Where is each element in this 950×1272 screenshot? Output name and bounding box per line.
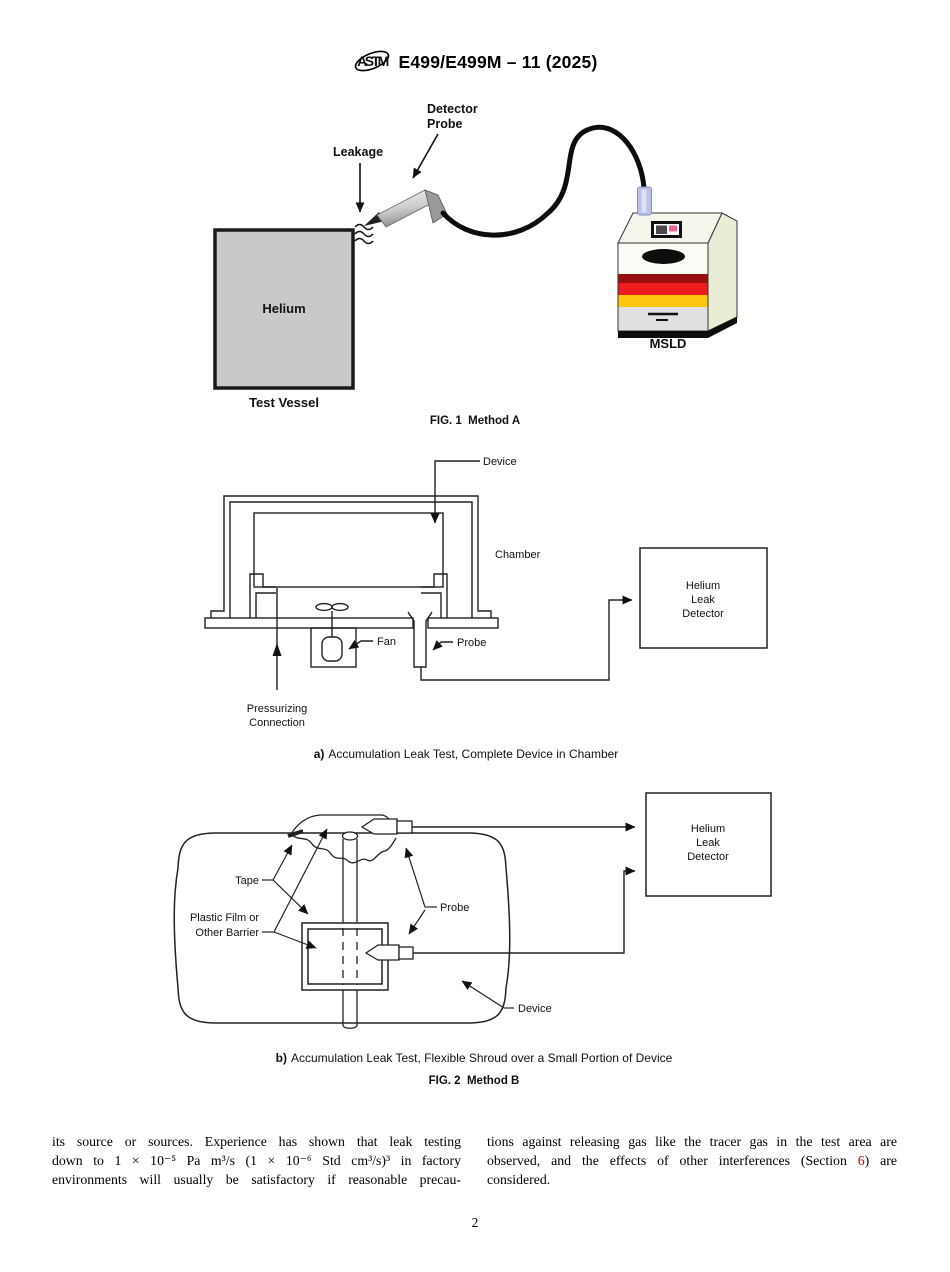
- body-line: observed, and the effects of other inter…: [487, 1151, 897, 1170]
- fan-blade-left: [315, 602, 333, 612]
- body-line: tions against releasing gas like the tra…: [487, 1134, 897, 1149]
- msld-connector: [637, 186, 652, 216]
- tape-arrow-shroud: [272, 844, 293, 881]
- detector-label-line2: Leak: [691, 594, 715, 606]
- probe-arrow-top: [404, 847, 426, 908]
- body-line: environments will usually be satisfactor…: [52, 1172, 461, 1187]
- detector-2b-label-line1: Helium: [691, 823, 725, 835]
- probe-to-detector-line: [420, 595, 633, 681]
- body-line: its source or sources. Experience has sh…: [52, 1134, 461, 1149]
- figure-1-caption: FIG. 1 Method A: [430, 415, 520, 427]
- detector-label-line3: Detector: [682, 608, 724, 620]
- device-support-right: [421, 573, 448, 618]
- detector-2b-label-line2: Leak: [696, 837, 720, 849]
- device-arrow: [461, 980, 505, 1009]
- detector-label-line1: Helium: [686, 580, 720, 592]
- leak-squiggles-icon: [354, 223, 374, 245]
- pressurizing-label-line1: Pressurizing: [247, 703, 308, 715]
- msld-label: MSLD: [650, 336, 687, 351]
- body-text-right-column: tions against releasing gas like the tra…: [487, 1132, 897, 1189]
- fan-motor: [321, 636, 343, 662]
- msld-speaker-oval: [642, 249, 685, 264]
- chamber-inner-wall: [229, 501, 473, 618]
- film-label-line2: Other Barrier: [195, 927, 259, 939]
- msld-base: [618, 317, 737, 338]
- tape-arrow-film: [272, 879, 309, 915]
- tape-mark: [287, 829, 304, 838]
- film-arrow-shroud: [273, 828, 328, 933]
- fan-label: Fan: [377, 636, 396, 648]
- astm-logo-text: ASTM: [357, 53, 389, 69]
- center-pipe: [341, 831, 359, 1029]
- tape-label: Tape: [235, 875, 259, 887]
- lower-probe: [364, 944, 414, 961]
- page-number: 2: [471, 1215, 479, 1230]
- device-tank-outline: [173, 832, 511, 1024]
- pressurizing-label-line2: Connection: [249, 717, 305, 729]
- body-line: considered.: [487, 1172, 551, 1187]
- detector-2b-label-line3: Detector: [687, 851, 729, 863]
- msld-unit: [617, 186, 738, 338]
- figure-2a-accumulation-chamber: Device Chamber Fan Probe Pressurizing Co…: [204, 456, 768, 761]
- top-probe: [360, 818, 413, 835]
- figure-2-caption: FIG. 2 Method B: [429, 1075, 520, 1087]
- detector-probe-label-line1: Detector: [427, 102, 478, 116]
- chamber-label: Chamber: [495, 549, 541, 561]
- device-support-left: [249, 573, 276, 618]
- lower-probe-line: [413, 866, 636, 954]
- msld-stripe-darkred: [618, 274, 708, 283]
- detector-probe-label-line2: Probe: [427, 117, 462, 131]
- figure-2a-caption: a)Accumulation Leak Test, Complete Devic…: [314, 747, 619, 761]
- fan-blade-right: [331, 602, 349, 612]
- helium-leak-detector-box-2b: [645, 792, 772, 897]
- chamber-outer-wall: [210, 495, 492, 618]
- fan-leader-arrow: [348, 639, 373, 650]
- base-plate-right: [427, 617, 499, 629]
- device-label-2b: Device: [518, 1003, 552, 1015]
- probe-label-2b: Probe: [440, 902, 469, 914]
- figure-2b-caption: b)Accumulation Leak Test, Flexible Shrou…: [276, 1051, 673, 1065]
- detector-probe: [364, 189, 448, 228]
- test-vessel: Helium: [213, 228, 355, 390]
- document-title: E499/E499M – 11 (2025): [398, 51, 598, 72]
- probe-label: Probe: [457, 637, 486, 649]
- probe-arrow-bottom: [408, 909, 426, 935]
- figure-2b-flexible-shroud: Tape Plastic Film or Other Barrier Probe…: [173, 792, 772, 1087]
- base-plate-left: [204, 617, 414, 629]
- section-6-link[interactable]: 6: [857, 1153, 865, 1168]
- probe-tube: [407, 611, 433, 668]
- film-arrow-square: [273, 931, 317, 949]
- astm-logo-icon: ASTM: [354, 50, 391, 72]
- detector-probe-arrow: [412, 133, 439, 179]
- figure-1-method-a: Detector Probe Leakage Helium Test Vesse…: [213, 102, 738, 427]
- body-line-fragment: observed, and the effects of other inter…: [487, 1153, 858, 1168]
- msld-stripe-yellow: [618, 295, 708, 307]
- device-label: Device: [483, 456, 517, 468]
- msld-display: [651, 221, 682, 238]
- helium-label: Helium: [262, 301, 305, 316]
- device-box: [253, 512, 444, 588]
- page-header: ASTM E499/E499M – 11 (2025): [0, 44, 950, 86]
- film-label-line1: Plastic Film or: [190, 912, 259, 924]
- probe-cable: [440, 124, 647, 238]
- helium-leak-detector-box: [639, 547, 768, 649]
- leakage-label: Leakage: [333, 145, 383, 159]
- pressurizing-arrowhead: [272, 643, 282, 656]
- msld-stripe-red: [618, 283, 708, 295]
- test-vessel-label: Test Vessel: [249, 395, 319, 410]
- device-leader-arrow: [430, 460, 480, 524]
- body-text-left-column: its source or sources. Experience has sh…: [52, 1132, 461, 1189]
- body-line: down to 1 × 10⁻⁵ Pa m³/s (1 × 10⁻⁶ Std c…: [52, 1153, 461, 1168]
- probe-leader-arrow: [432, 640, 453, 651]
- body-line-fragment: ) are: [864, 1153, 897, 1168]
